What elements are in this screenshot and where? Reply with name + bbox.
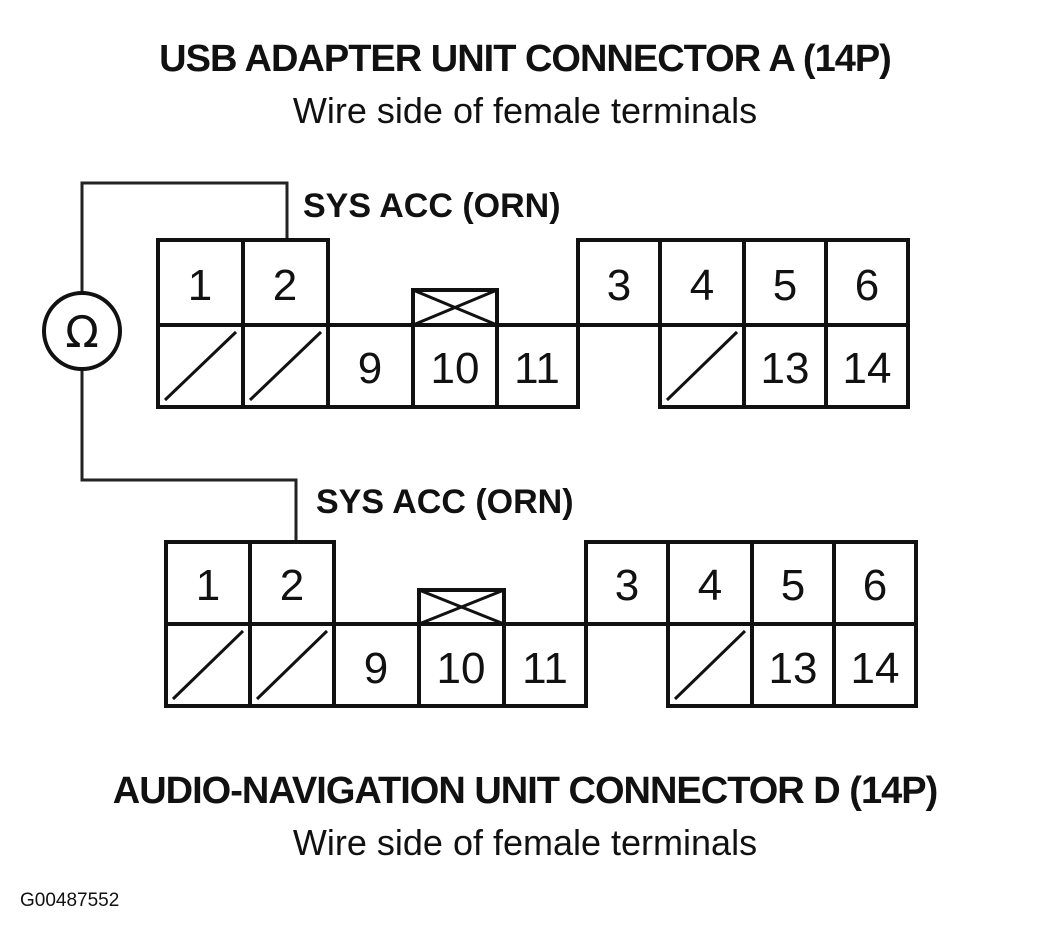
connector-d: 1 2 3 4 5 6 9 10 11 13 14 [164,540,918,708]
ohmmeter-icon: Ω [42,291,122,371]
empty-terminal-7 [171,629,245,701]
empty-terminal-8 [248,330,323,402]
empty-terminal-12 [673,629,747,701]
terminal-13: 13 [761,344,810,393]
terminal-1: 1 [188,261,212,310]
terminal-11: 11 [514,344,560,393]
terminal-9: 9 [358,344,382,393]
terminal-14: 14 [843,344,892,393]
empty-terminal-8 [255,629,329,701]
ohm-symbol: Ω [65,307,99,358]
terminal-4: 4 [698,561,722,610]
connector-a-subtitle: Wire side of female terminals [292,90,758,131]
terminal-3: 3 [607,261,631,310]
connector-d-pin-label: SYS ACC (ORN) [316,483,574,521]
terminal-13: 13 [769,644,818,693]
test-lead-lower [80,370,298,542]
terminal-5: 5 [781,561,805,610]
connector-d-subtitle: Wire side of female terminals [292,822,758,863]
connector-a-title: USB ADAPTER UNIT CONNECTOR A (14P) [159,38,892,80]
connector-d-title: AUDIO-NAVIGATION UNIT CONNECTOR D (14P) [112,770,938,812]
terminal-6: 6 [863,561,887,610]
terminal-11: 11 [522,644,568,693]
test-lead-upper [80,181,289,292]
terminal-1: 1 [196,561,220,610]
terminal-6: 6 [855,261,879,310]
terminal-2: 2 [273,261,297,310]
terminal-3: 3 [615,561,639,610]
connector-a: 1 2 3 4 5 6 9 10 11 13 14 [156,238,910,409]
empty-terminal-12 [665,330,739,402]
figure-id: G00487552 [20,890,120,911]
terminal-2: 2 [280,561,304,610]
terminal-4: 4 [690,261,714,310]
terminal-9: 9 [364,644,388,693]
empty-terminal-7 [163,330,238,402]
terminal-10: 10 [431,344,480,393]
terminal-14: 14 [851,644,900,693]
terminal-10: 10 [437,644,486,693]
terminal-5: 5 [773,261,797,310]
connector-a-pin-label: SYS ACC (ORN) [303,187,561,225]
